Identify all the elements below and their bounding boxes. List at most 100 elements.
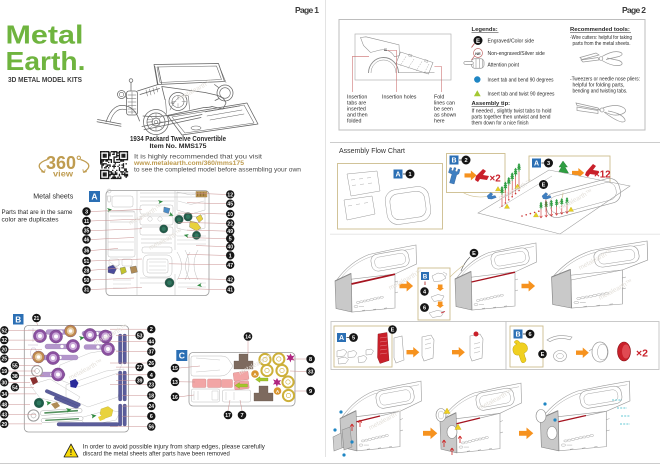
svg-text:Fold: Fold [434, 95, 444, 101]
svg-text:28: 28 [84, 268, 90, 274]
svg-text:tabs are: tabs are [347, 101, 366, 107]
svg-text:50: 50 [84, 278, 90, 284]
svg-text:17: 17 [225, 413, 231, 419]
svg-text:Insert tab and bend 90 degrees: Insert tab and bend 90 degrees [488, 78, 554, 84]
svg-text:39: 39 [137, 378, 143, 384]
svg-text:inserted: inserted [347, 107, 366, 113]
svg-text:Item No. MMS175: Item No. MMS175 [150, 143, 207, 150]
svg-text:Metal: Metal [6, 20, 84, 50]
svg-text:be seen: be seen [434, 107, 453, 113]
svg-text:A: A [253, 372, 257, 377]
svg-text:32: 32 [2, 338, 8, 344]
svg-text:34: 34 [2, 392, 8, 398]
svg-text:to see the completed model bef: to see the completed model before assemb… [134, 166, 301, 173]
svg-text:45: 45 [227, 202, 233, 208]
svg-text:49: 49 [227, 229, 233, 235]
svg-text:NE: NE [475, 51, 481, 56]
svg-text:29: 29 [2, 422, 8, 428]
svg-text:In order to avoid possible inj: In order to avoid possible injury from s… [83, 445, 265, 451]
svg-text:as shown: as shown [434, 113, 456, 119]
svg-text:40: 40 [227, 245, 233, 251]
svg-text:44: 44 [149, 339, 155, 345]
svg-text:16: 16 [172, 395, 178, 401]
svg-text:3D METAL MODEL KITS: 3D METAL MODEL KITS [8, 75, 82, 84]
svg-text:Earth.: Earth. [6, 46, 86, 76]
svg-text:E: E [541, 352, 545, 358]
svg-text:51: 51 [84, 259, 90, 265]
svg-text:41: 41 [227, 288, 233, 294]
svg-text:53: 53 [137, 333, 143, 339]
svg-text:7: 7 [240, 413, 243, 419]
svg-text:35: 35 [84, 229, 90, 235]
svg-text:4: 4 [150, 373, 154, 379]
svg-text:Insertion: Insertion [347, 95, 367, 101]
svg-text:B: B [451, 158, 456, 165]
svg-text:view: view [53, 169, 73, 179]
svg-text:!: ! [70, 448, 73, 457]
svg-text:Page 1: Page 1 [295, 5, 319, 15]
svg-text:21: 21 [34, 316, 40, 322]
svg-text:Insert tab and twist 90 degree: Insert tab and twist 90 degrees [488, 92, 555, 98]
svg-text:30: 30 [2, 380, 8, 386]
svg-text:19: 19 [2, 369, 8, 375]
svg-text:A: A [395, 172, 400, 179]
svg-text:55: 55 [12, 363, 18, 369]
svg-text:47: 47 [227, 263, 233, 269]
svg-text:54: 54 [12, 385, 18, 391]
svg-text:E: E [391, 328, 395, 334]
svg-text:1: 1 [408, 172, 411, 178]
svg-text:discard the metal sheets after: discard the metal sheets after parts hav… [83, 451, 230, 457]
svg-text:helpful for folding parts,: helpful for folding parts, [573, 82, 625, 88]
svg-text:-Tweezers or needle nose plier: -Tweezers or needle nose pliers: [570, 76, 640, 82]
svg-text:E: E [472, 251, 476, 257]
svg-text:Recommended tools:: Recommended tools: [570, 27, 630, 33]
svg-text:38: 38 [12, 374, 18, 380]
svg-text:www.metalearth.com/360/mms175: www.metalearth.com/360/mms175 [133, 160, 244, 167]
svg-text:56: 56 [149, 425, 155, 431]
svg-text:It is highly recommended that: It is highly recommended that you visit [134, 153, 262, 160]
svg-text:color are duplicates: color are duplicates [2, 216, 60, 223]
svg-text:and then: and then [347, 113, 368, 119]
svg-text:5: 5 [352, 336, 355, 342]
svg-text:parts from the metal sheets.: parts from the metal sheets. [573, 41, 631, 47]
svg-text:31: 31 [84, 288, 90, 294]
svg-text:parts together then untwist an: parts together then untwist and bend [472, 115, 551, 121]
svg-text:48: 48 [2, 402, 8, 408]
svg-text:Assembly Flow Chart: Assembly Flow Chart [339, 146, 405, 155]
svg-text:Engraved/Color side: Engraved/Color side [488, 38, 535, 44]
svg-text:lines can: lines can [434, 101, 455, 107]
svg-text:here: here [434, 119, 445, 125]
svg-text:A: A [276, 389, 280, 394]
svg-text:E: E [476, 39, 480, 45]
svg-text:36: 36 [84, 249, 90, 255]
svg-text:A: A [339, 335, 344, 342]
svg-text:2: 2 [150, 327, 153, 333]
svg-text:6: 6 [150, 414, 153, 420]
svg-text:E: E [542, 183, 546, 189]
svg-text:6: 6 [423, 306, 426, 312]
svg-text:×2: ×2 [636, 348, 648, 360]
svg-text:Metal sheets: Metal sheets [33, 193, 74, 200]
svg-text:4: 4 [423, 290, 427, 296]
svg-text:Insertion holes: Insertion holes [382, 95, 417, 101]
svg-text:52: 52 [2, 328, 8, 334]
svg-text:15: 15 [172, 366, 178, 372]
svg-text:Non-engraved/Silver side: Non-engraved/Silver side [488, 51, 545, 57]
svg-text:5: 5 [229, 237, 232, 243]
svg-text:folded: folded [347, 119, 361, 125]
svg-text:Assembly tip:: Assembly tip: [472, 101, 511, 107]
svg-text:46: 46 [84, 238, 90, 244]
svg-text:C: C [179, 351, 185, 361]
svg-text:B: B [423, 274, 428, 281]
svg-text:23: 23 [149, 382, 155, 388]
svg-text:9: 9 [309, 389, 312, 395]
svg-text:10: 10 [227, 212, 233, 218]
svg-text:A: A [534, 161, 539, 168]
svg-text:27: 27 [137, 365, 143, 371]
svg-text:1934 Packard Twelve Convertibl: 1934 Packard Twelve Convertible [130, 134, 226, 143]
svg-text:18: 18 [149, 393, 155, 399]
svg-text:×2: ×2 [490, 174, 502, 185]
svg-text:8: 8 [309, 357, 312, 363]
svg-text:Parts that are in the same: Parts that are in the same [2, 209, 73, 216]
svg-text:-Wire cutters: helpful for tak: -Wire cutters: helpful for taking [570, 35, 632, 41]
